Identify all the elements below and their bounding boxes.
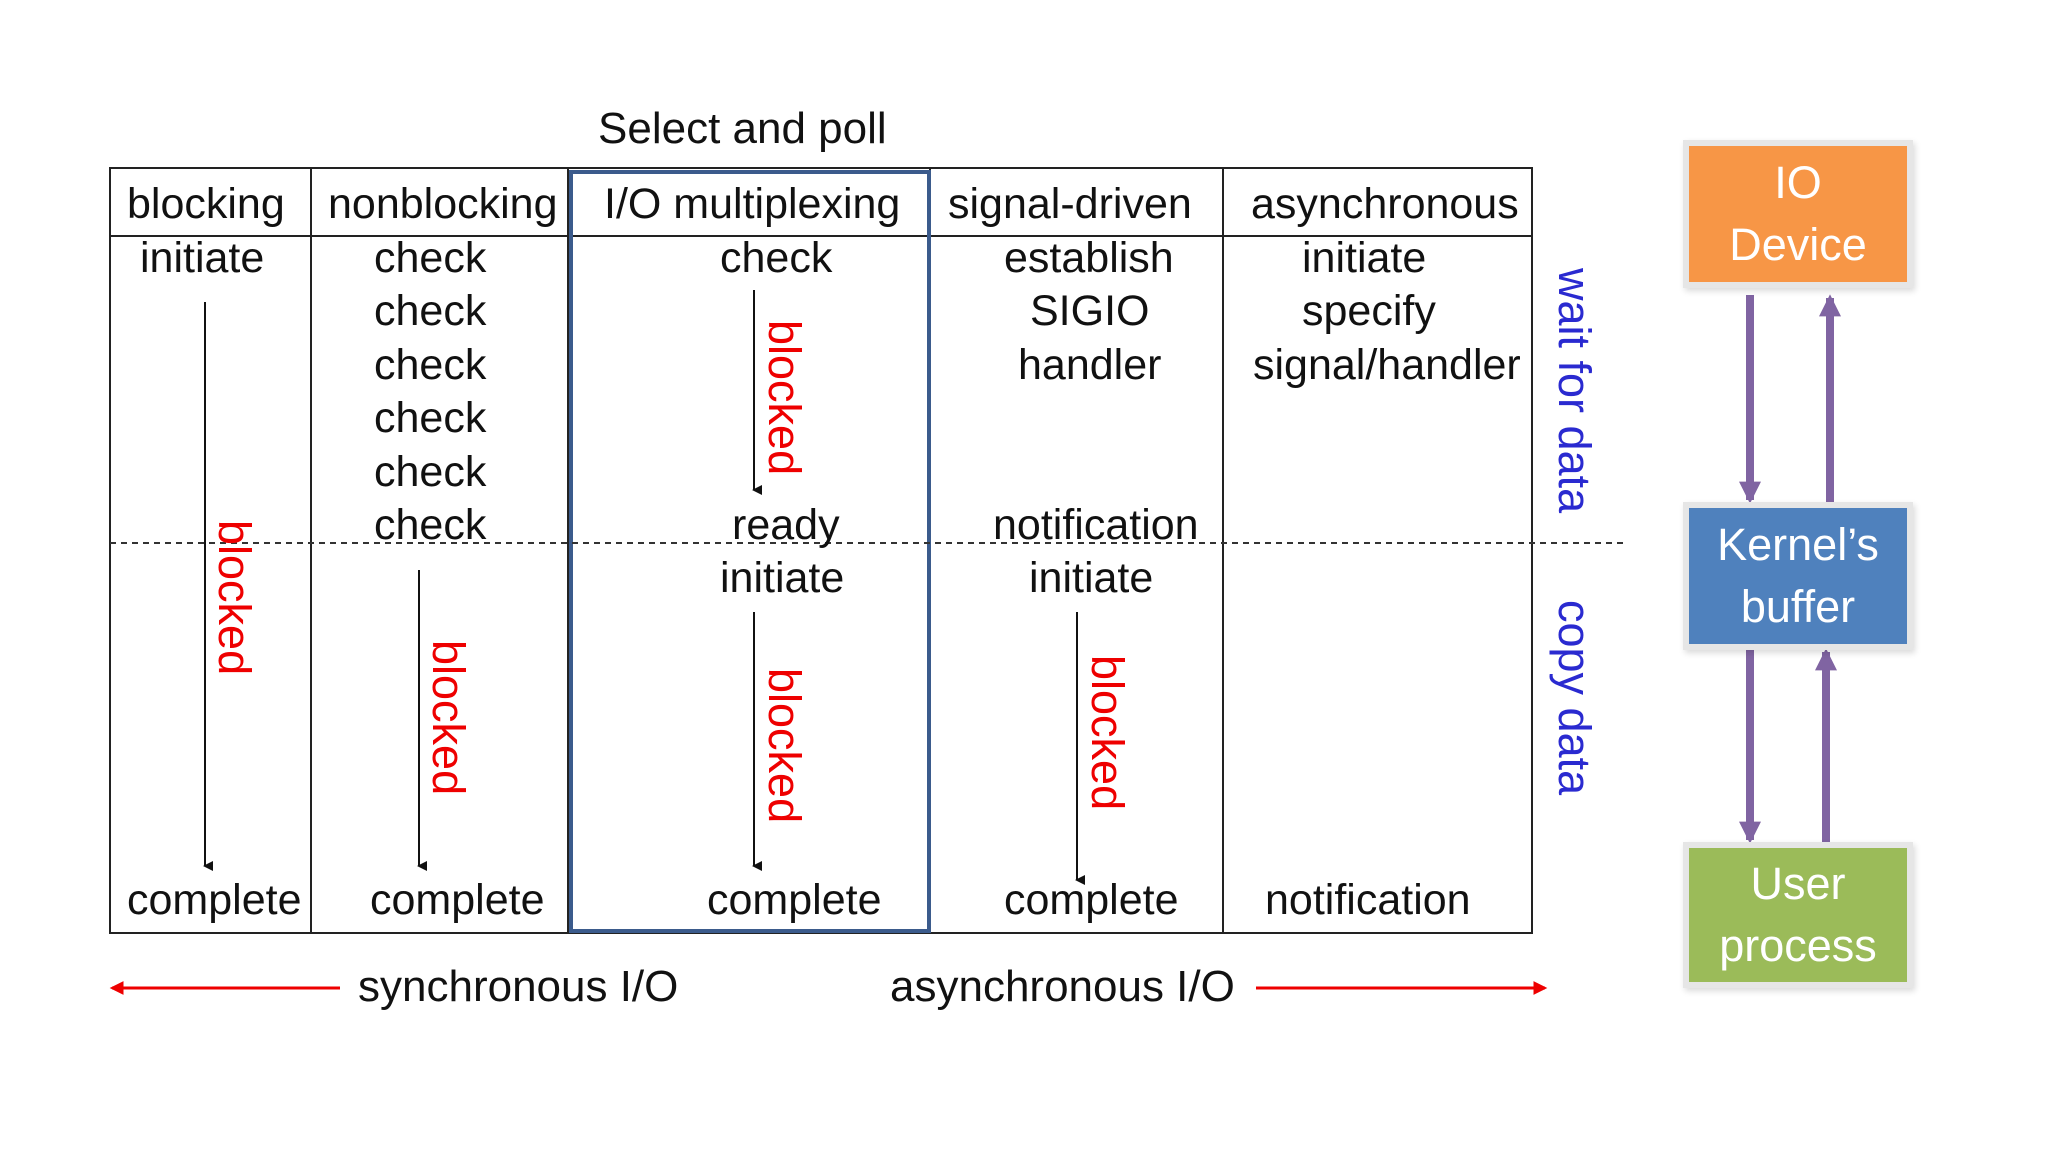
user-process-box: User process: [1689, 848, 1907, 982]
multiplexing-ready: ready: [732, 501, 840, 549]
synchronous-io-label: synchronous I/O: [358, 962, 679, 1011]
kernel-buffer-box: Kernel’s buffer: [1689, 508, 1907, 644]
blocked-label: blocked: [1082, 655, 1133, 811]
column-header-nonblocking: nonblocking: [328, 180, 558, 228]
blocking-initiate: initiate: [140, 234, 265, 282]
nonblocking-check: check: [374, 394, 487, 442]
diagram-title: Select and poll: [598, 104, 887, 153]
multiplexing-check: check: [720, 234, 833, 282]
nonblocking-check: check: [374, 501, 487, 549]
select-poll-highlight: [569, 170, 931, 933]
async-notification: notification: [1265, 876, 1471, 924]
nonblocking-check: check: [374, 341, 487, 389]
nonblocking-check: check: [374, 234, 487, 282]
io-device-line1: IO: [1774, 157, 1822, 208]
signal-complete: complete: [1004, 876, 1179, 924]
signal-sigio: SIGIO: [1030, 287, 1150, 335]
column-header-io-multiplexing: I/O multiplexing: [604, 180, 901, 228]
user-process-line2: process: [1719, 920, 1877, 971]
wait-for-data-label: wait for data: [1549, 268, 1600, 514]
async-specify: specify: [1302, 287, 1436, 335]
blocked-label: blocked: [759, 668, 810, 824]
blocking-complete: complete: [127, 876, 302, 924]
copy-data-label: copy data: [1549, 600, 1600, 796]
blocked-label: blocked: [423, 640, 474, 796]
signal-establish: establish: [1004, 234, 1174, 282]
multiplexing-complete: complete: [707, 876, 882, 924]
nonblocking-check: check: [374, 448, 487, 496]
nonblocking-complete: complete: [370, 876, 545, 924]
multiplexing-initiate: initiate: [720, 554, 845, 602]
async-signal-handler: signal/handler: [1253, 341, 1521, 389]
asynchronous-io-label: asynchronous I/O: [890, 962, 1235, 1011]
async-initiate: initiate: [1302, 234, 1427, 282]
signal-initiate: initiate: [1029, 554, 1154, 602]
nonblocking-check: check: [374, 287, 487, 335]
io-device-line2: Device: [1729, 219, 1867, 270]
signal-notification: notification: [993, 501, 1199, 549]
blocked-label: blocked: [759, 320, 810, 476]
signal-handler: handler: [1018, 341, 1162, 389]
column-header-asynchronous: asynchronous: [1251, 180, 1519, 228]
kernel-buffer-line2: buffer: [1740, 581, 1856, 632]
column-header-blocking: blocking: [127, 180, 285, 228]
io-device-box: IO Device: [1689, 146, 1907, 282]
blocked-label: blocked: [209, 520, 260, 676]
column-header-signal-driven: signal-driven: [948, 180, 1192, 228]
kernel-buffer-line1: Kernel’s: [1717, 519, 1879, 570]
user-process-line1: User: [1750, 858, 1846, 909]
